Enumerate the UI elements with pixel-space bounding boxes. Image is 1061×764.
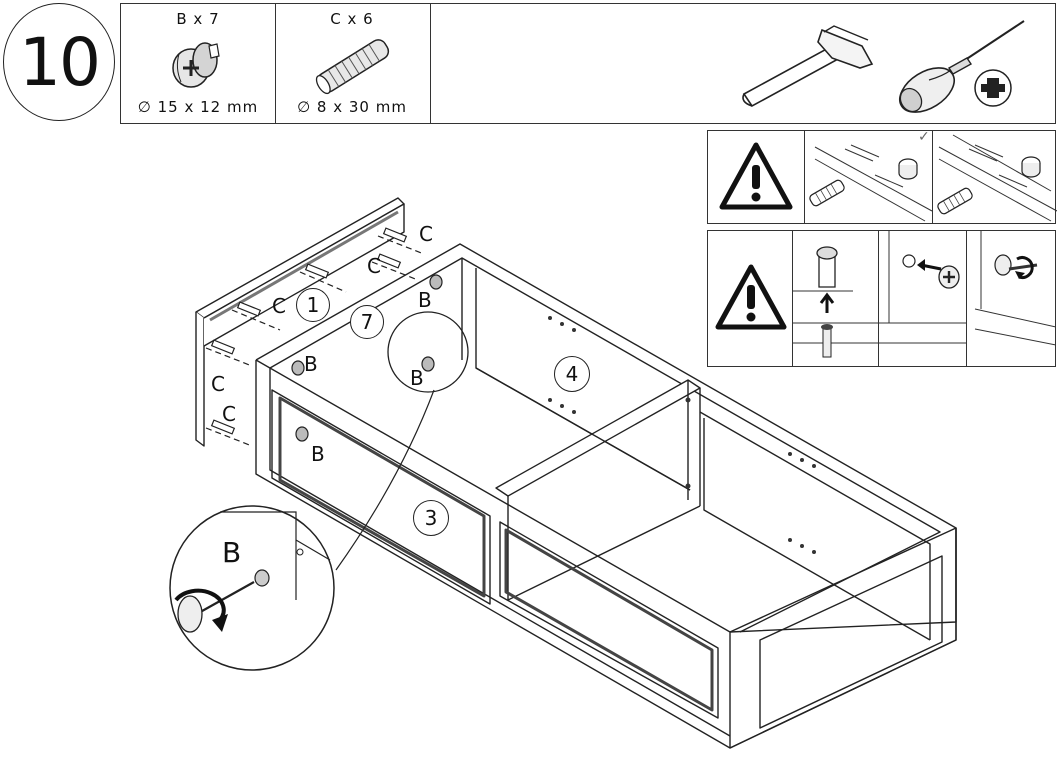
part-number-4: 4: [554, 356, 590, 392]
callout-c: C: [222, 402, 236, 426]
phillips-head-icon: [974, 69, 1012, 107]
divider: [275, 4, 277, 123]
callout-c: C: [419, 222, 433, 246]
correct-dowel-diagram: [809, 144, 932, 222]
phillips-screwdriver-icon: [899, 20, 1025, 113]
cam-lock-insert-diagram: [879, 231, 966, 344]
cam-lock-icon: [172, 42, 220, 88]
cam-bolt-insert-diagram: [793, 246, 878, 358]
warning-triangle-icon: [715, 264, 787, 330]
incorrect-dowel-diagram: [937, 134, 1057, 222]
part-number-3: 3: [413, 500, 449, 536]
checkmark-icon: ✓: [918, 129, 930, 145]
callout-c: C: [272, 294, 286, 318]
parts-tools-bar: B x 7 ∅ 15 x 12 mm C x 6 ∅ 8 x 30 mm: [120, 3, 1056, 124]
part-c-size: ∅ 8 x 30 mm: [297, 98, 407, 116]
wooden-dowel-icon: [315, 39, 390, 95]
step-number: 10: [3, 3, 115, 121]
part-c-label: C x 6: [330, 10, 374, 28]
part-number-1: 1: [296, 288, 330, 322]
warning-dowel-panel: ✓: [707, 129, 1057, 224]
divider: [430, 4, 432, 123]
callout-b: B: [410, 366, 424, 390]
hammer-icon: [742, 25, 874, 108]
zoom-callout-b: B: [222, 536, 242, 569]
part-b-size: ∅ 15 x 12 mm: [137, 98, 259, 116]
callout-b: B: [311, 442, 325, 466]
warning-cam-lock-panel: [707, 230, 1056, 367]
part-number-7: 7: [350, 305, 384, 339]
part-b-label: B x 7: [176, 10, 220, 28]
callout-c: C: [211, 372, 225, 396]
cam-lock-rotate-diagram: [974, 231, 1056, 346]
warning-triangle-icon: [719, 142, 793, 210]
callout-b: B: [304, 352, 318, 376]
callout-c: C: [367, 254, 381, 278]
callout-b: B: [418, 288, 432, 312]
